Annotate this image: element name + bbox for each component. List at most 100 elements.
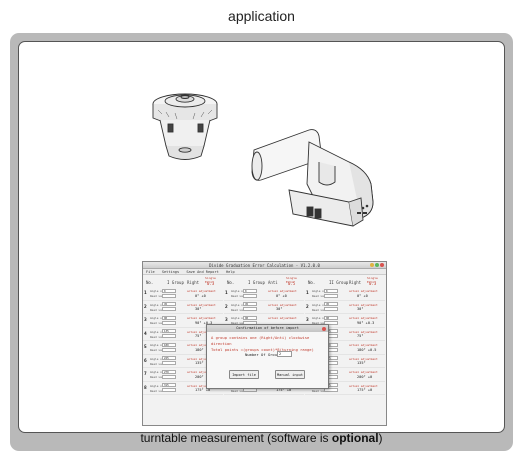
angle-value-input[interactable]: 225	[162, 356, 176, 360]
actual-adjustment-label: actual adjustment	[187, 356, 216, 361]
angle-value-input[interactable]: 180	[162, 342, 176, 347]
actual-adjustment-label: actual adjustment	[187, 289, 216, 293]
column-header-cell: Right	[349, 280, 362, 285]
angle-value-input[interactable]: 135	[162, 329, 176, 333]
read-value-label: Read value	[150, 361, 167, 366]
column-header-cell: No.	[146, 280, 154, 285]
read-value-input[interactable]	[324, 320, 338, 325]
read-value-input[interactable]	[324, 307, 338, 311]
angle-value-input[interactable]: 315	[162, 383, 176, 387]
column-header-cell: Anti	[268, 280, 278, 285]
angle-value-input[interactable]: 45	[162, 302, 176, 306]
actual-adjustment-value: 0° +0	[195, 293, 206, 298]
read-value-input[interactable]	[162, 361, 176, 365]
column-header-cell: Single Error	[367, 276, 378, 284]
read-value-input[interactable]	[243, 307, 257, 311]
actual-adjustment-value: 200° +0	[195, 374, 211, 379]
row-index: 6	[144, 358, 147, 364]
column-header-cell: No.	[227, 280, 235, 285]
actual-adjustment-label: actual adjustment	[187, 329, 216, 334]
actual-adjustment-label: actual adjustment	[268, 302, 297, 307]
actual-adjustment-value: 30°	[276, 307, 283, 311]
read-value-input[interactable]	[162, 347, 176, 352]
groups-count-input[interactable]: 2	[277, 351, 292, 357]
close-icon[interactable]	[380, 263, 384, 267]
actual-adjustment-value: 30°	[357, 307, 364, 311]
angle-value-input[interactable]: 0	[324, 288, 338, 293]
menu-help[interactable]: Help	[225, 270, 235, 274]
angle-value-label: Angle value	[231, 302, 250, 307]
column-header-cell: 0.3	[207, 281, 215, 286]
column-header-cell: Right	[187, 280, 200, 285]
read-value-label: Read value	[231, 294, 248, 298]
angle-value-input[interactable]: 270	[162, 369, 176, 374]
row-index: 2	[225, 304, 228, 310]
actual-adjustment-value: 75°	[357, 334, 364, 338]
read-value-input[interactable]	[324, 293, 338, 298]
read-value-input[interactable]	[162, 307, 176, 311]
software-title-bar: Divide Graduation Error Calculation - V1…	[143, 262, 386, 269]
read-value-label: Read value	[150, 388, 167, 393]
read-value-input[interactable]	[324, 388, 338, 392]
actual-adjustment-label: actual adjustment	[349, 383, 378, 388]
angle-value-input[interactable]: 90	[162, 315, 176, 320]
read-value-label: Read value	[150, 307, 167, 312]
turntable-device-image	[152, 93, 218, 160]
angle-value-input[interactable]: 45	[243, 302, 257, 306]
actual-adjustment-value: 180° +0.2	[195, 347, 215, 352]
actual-adjustment-value: 0° +0	[276, 293, 287, 298]
actual-adjustment-label: actual adjustment	[349, 356, 378, 361]
read-value-input[interactable]	[243, 293, 257, 298]
page-title: application	[228, 8, 295, 24]
read-value-label: Read value	[150, 348, 167, 352]
row-index: 3	[144, 318, 147, 323]
row-index: 1	[225, 291, 228, 296]
angle-value-label: Angle value	[150, 302, 169, 307]
actual-adjustment-value: 75°	[195, 334, 202, 338]
software-menu-bar: File Settings Save And Report Help	[143, 269, 386, 275]
angle-value-input[interactable]: 0	[243, 288, 257, 293]
read-value-input[interactable]	[162, 293, 176, 298]
minimize-icon[interactable]	[370, 263, 374, 267]
manual-input-button[interactable]: Manual input	[275, 370, 305, 379]
angle-value-label: Angle value	[231, 289, 250, 293]
application-frame: Divide Graduation Error Calculation - V1…	[10, 33, 513, 451]
read-value-label: Read value	[150, 321, 167, 325]
import-file-button[interactable]: Import file	[229, 370, 259, 379]
angle-value-input[interactable]: 45	[324, 302, 338, 306]
actual-adjustment-value: 135°	[357, 361, 366, 365]
menu-file[interactable]: File	[146, 270, 155, 274]
read-value-input[interactable]	[162, 320, 176, 325]
menu-save-report[interactable]: Save And Report	[186, 270, 219, 274]
dialog-info-line-2: Total points =(groups count)*8(turning r…	[211, 347, 314, 352]
caption-suffix: )	[378, 431, 383, 445]
read-value-input[interactable]	[162, 388, 176, 392]
caption-bold: optional	[331, 431, 379, 445]
read-value-input[interactable]	[162, 374, 176, 379]
read-value-label: Read value	[150, 375, 167, 379]
maximize-icon[interactable]	[375, 263, 379, 267]
read-value-input[interactable]	[162, 334, 176, 338]
row-index: 2	[306, 304, 309, 310]
read-value-label: Read value	[312, 388, 329, 393]
software-window: Divide Graduation Error Calculation - V1…	[142, 261, 387, 426]
actual-adjustment-label: actual adjustment	[349, 316, 378, 320]
angle-value-input[interactable]: 0	[162, 288, 176, 293]
read-value-label: Read value	[231, 321, 248, 325]
column-header-cell: I Group	[167, 280, 184, 285]
row-index: 3	[306, 318, 309, 323]
angle-value-label: Angle value	[150, 383, 169, 388]
menu-settings[interactable]: Settings	[161, 270, 180, 274]
angle-value-label: Angle value	[150, 329, 169, 334]
dialog-close-icon[interactable]	[322, 326, 326, 331]
read-value-label: Read value	[231, 388, 248, 393]
angle-value-input[interactable]: 90	[324, 315, 338, 320]
angle-value-input[interactable]: 90	[243, 315, 257, 320]
